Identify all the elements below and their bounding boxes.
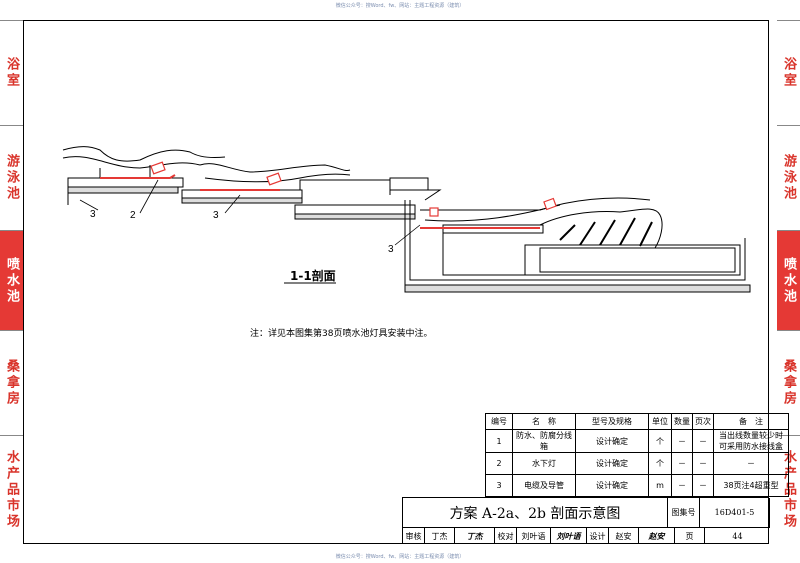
left-tab-fountain[interactable]: 喷水池 xyxy=(0,230,23,330)
table-cell: m xyxy=(648,474,672,497)
table-header-row: 编号 名 称 型号及规格 单位 数量 页次 备 注 xyxy=(485,413,789,430)
table-cell: 2 xyxy=(485,452,513,475)
right-tab-strip: 浴室 游泳池 喷水池 桑拿房 水产品市场 xyxy=(777,20,800,544)
lamp-icon xyxy=(543,197,557,211)
check-label: 校对 xyxy=(495,528,517,544)
lamp-icon xyxy=(150,161,166,175)
col-header: 数量 xyxy=(671,413,693,430)
right-tab-fountain[interactable]: 喷水池 xyxy=(777,230,800,330)
left-tab-bath[interactable]: 浴室 xyxy=(0,20,23,125)
edge-box xyxy=(389,177,429,191)
section-label: 1-1剖面 xyxy=(290,269,336,283)
design-name: 赵安 xyxy=(609,528,639,544)
water-surface xyxy=(199,163,351,173)
water-surface xyxy=(420,197,651,211)
atlas-label: 图集号 xyxy=(668,498,700,528)
parts-table: 编号 名 称 型号及规格 单位 数量 页次 备 注 1 防水、防腐分线箱 设计确… xyxy=(485,413,789,497)
drawing-title: 方案 A-2a、2b 剖面示意图 xyxy=(403,498,668,528)
table-cell: 防水、防腐分线箱 xyxy=(512,429,576,453)
inner-basin xyxy=(524,244,741,276)
cable-run xyxy=(100,174,540,229)
title-block: 方案 A-2a、2b 剖面示意图 图集号 16D401-5 审核 丁杰 丁杰 校… xyxy=(402,497,770,544)
table-cell: 水下灯 xyxy=(512,452,576,475)
drawing-frame xyxy=(23,20,769,544)
water-surface xyxy=(62,146,226,162)
callout-number: 2 xyxy=(130,210,136,221)
concrete-slab xyxy=(67,177,184,188)
left-tab-sauna[interactable]: 桑拿房 xyxy=(0,330,23,435)
tab-label: 游泳池 xyxy=(4,154,19,202)
design-signature: 赵安 xyxy=(639,528,675,544)
table-row: 2 水下灯 设计确定 个 － － － xyxy=(485,452,789,475)
tab-label: 喷水池 xyxy=(781,256,796,305)
col-header: 名 称 xyxy=(512,413,576,430)
col-header: 页次 xyxy=(692,413,714,430)
atlas-number: 16D401-5 xyxy=(700,498,770,528)
table-cell: 1 xyxy=(485,429,513,453)
table-cell: － xyxy=(671,429,693,453)
review-label: 审核 xyxy=(403,528,425,544)
right-tab-pool[interactable]: 游泳池 xyxy=(777,125,800,230)
table-row: 1 防水、防腐分线箱 设计确定 个 － － 当出线数量较少时可采用防水接线盒 xyxy=(485,429,789,453)
callout-number: 3 xyxy=(90,209,96,220)
right-tab-sauna[interactable]: 桑拿房 xyxy=(777,330,800,435)
col-header: 单位 xyxy=(648,413,672,430)
tab-label: 水产品市场 xyxy=(4,450,19,530)
table-cell: 38页注4超重型 xyxy=(713,474,789,497)
tab-label: 浴室 xyxy=(4,57,19,89)
drawing-note: 注：详见本图集第38页喷水池灯具安装中注。 xyxy=(250,329,433,339)
table-cell: － xyxy=(713,452,789,475)
table-cell: 个 xyxy=(648,452,672,475)
table-cell: 设计确定 xyxy=(575,452,649,475)
watermark-bottom: 微信公众号：搜Word、fw、网站：主题工程资源（建筑） xyxy=(335,554,465,560)
table-cell: － xyxy=(671,474,693,497)
col-header: 型号及规格 xyxy=(575,413,649,430)
tab-label: 桑拿房 xyxy=(781,359,796,407)
check-signature: 刘叶语 xyxy=(551,528,587,544)
tab-label: 喷水池 xyxy=(4,256,19,305)
tab-label: 桑拿房 xyxy=(4,359,19,407)
table-cell: － xyxy=(692,474,714,497)
lamp-icon xyxy=(266,172,282,186)
right-tab-bath[interactable]: 浴室 xyxy=(777,20,800,125)
lamp-icon xyxy=(429,207,439,217)
table-cell: 个 xyxy=(648,429,672,453)
watermark-top: 微信公众号：搜Word、fw、网站：主题工程资源（建筑） xyxy=(335,3,465,9)
table-cell: 电缆及导管 xyxy=(512,474,576,497)
table-cell: － xyxy=(692,429,714,453)
table-cell: 3 xyxy=(485,474,513,497)
page-number: 44 xyxy=(732,531,743,541)
table-cell: 设计确定 xyxy=(575,474,649,497)
table-row: 3 电缆及导管 设计确定 m － － 38页注4超重型 xyxy=(485,474,789,497)
table-cell: 当出线数量较少时可采用防水接线盒 xyxy=(713,429,789,453)
table-cell: 设计确定 xyxy=(575,429,649,453)
callout-number: 3 xyxy=(388,244,394,255)
tab-label: 游泳池 xyxy=(781,154,796,202)
signature-row: 审核 丁杰 丁杰 校对 刘叶语 刘叶语 设计 赵安 赵安 页 44 xyxy=(403,528,770,544)
table-cell: － xyxy=(671,452,693,475)
col-header: 备 注 xyxy=(713,413,789,430)
left-tab-pool[interactable]: 游泳池 xyxy=(0,125,23,230)
left-tab-aquatic-market[interactable]: 水产品市场 xyxy=(0,435,23,544)
table-cell: － xyxy=(692,452,714,475)
left-tab-strip: 浴室 游泳池 喷水池 桑拿房 水产品市场 xyxy=(0,20,23,544)
callout-number: 3 xyxy=(213,210,219,221)
col-header: 编号 xyxy=(485,413,513,430)
review-name: 丁杰 xyxy=(425,528,455,544)
check-name: 刘叶语 xyxy=(517,528,551,544)
page-label: 页 xyxy=(675,528,705,544)
review-signature: 丁杰 xyxy=(455,528,495,544)
tab-label: 浴室 xyxy=(781,57,796,89)
design-label: 设计 xyxy=(587,528,609,544)
